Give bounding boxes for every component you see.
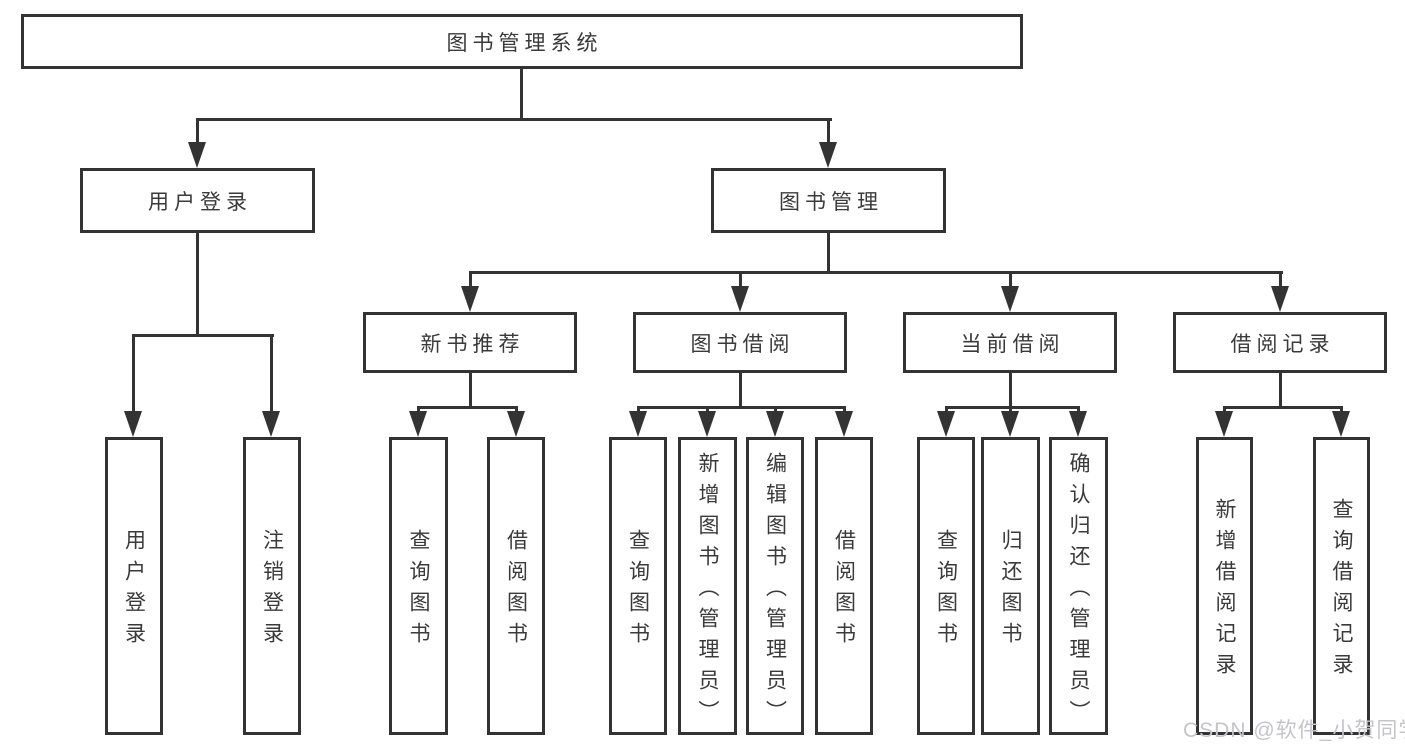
connector-line [945, 406, 948, 414]
arrowhead-icon [188, 142, 206, 168]
connector-line [843, 406, 846, 414]
connector-line [196, 118, 832, 121]
arrowhead-icon [507, 411, 525, 437]
connector-line [1009, 406, 1012, 414]
leaf-cb-return-books-label: 归还图书 [999, 529, 1022, 653]
arrowhead-icon [1215, 411, 1233, 437]
arrowhead-icon [629, 411, 647, 437]
node-user-login: 用户登录 [80, 168, 315, 233]
connector-line [706, 406, 709, 414]
connector-line [637, 406, 640, 414]
leaf-cb-query-books-label: 查询图书 [934, 529, 958, 653]
leaf-bb-query-books-label: 查询图书 [626, 529, 650, 653]
node-user-login-label: 用户登录 [148, 190, 252, 214]
connector-line [827, 118, 830, 144]
connector-line [417, 406, 420, 414]
arrowhead-icon [124, 411, 142, 437]
connector-line [827, 233, 830, 273]
node-new-book-recommend: 新书推荐 [363, 312, 577, 373]
arrowhead-icon [731, 286, 749, 312]
connector-line [637, 406, 846, 409]
leaf-bb-borrow-books: 借阅图书 [815, 437, 873, 735]
leaf-cb-confirm-return-label: 确认归还（管理员） [1067, 451, 1090, 731]
leaf-nb-borrow-books-label: 借阅图书 [504, 529, 528, 653]
node-borrow-records: 借阅记录 [1173, 312, 1387, 373]
node-book-mgmt: 图书管理 [711, 168, 946, 233]
node-book-borrow-label: 图书借阅 [690, 332, 795, 356]
connector-line [739, 373, 742, 409]
connector-line [945, 406, 1080, 409]
leaf-nb-query-books: 查询图书 [389, 437, 448, 735]
arrowhead-icon [1069, 411, 1087, 437]
connector-line [1279, 271, 1282, 288]
arrowhead-icon [937, 411, 955, 437]
leaf-bb-add-books-label: 新增图书（管理员） [696, 451, 719, 731]
node-new-book-recommend-label: 新书推荐 [420, 332, 525, 356]
leaf-bb-borrow-books-label: 借阅图书 [832, 529, 856, 653]
leaf-nb-borrow-books: 借阅图书 [487, 437, 545, 735]
connector-line [196, 233, 199, 337]
connector-line [1009, 271, 1012, 288]
arrowhead-icon [766, 411, 784, 437]
connector-line [1077, 406, 1080, 414]
leaf-cb-return-books: 归还图书 [981, 437, 1040, 735]
node-current-borrow-label: 当前借阅 [960, 332, 1065, 356]
leaf-cb-query-books: 查询图书 [917, 437, 975, 735]
watermark: CSDN @软件_小贺同学 [1183, 719, 1405, 742]
connector-line [1279, 373, 1282, 409]
leaf-logout-label: 注销登录 [260, 529, 284, 653]
node-book-mgmt-label: 图书管理 [779, 190, 883, 214]
connector-line [469, 373, 472, 409]
connector-line [132, 334, 135, 412]
leaf-bb-edit-books-label: 编辑图书（管理员） [763, 451, 787, 731]
leaf-logout: 注销登录 [243, 437, 301, 735]
node-book-borrow: 图书借阅 [633, 312, 847, 373]
connector-line [515, 406, 518, 414]
leaf-cb-confirm-return: 确认归还（管理员） [1049, 437, 1108, 735]
connector-line [270, 334, 273, 412]
connector-line [739, 271, 742, 288]
node-root-label: 图书管理系统 [446, 31, 603, 55]
leaf-bb-add-books: 新增图书（管理员） [678, 437, 737, 735]
arrowhead-icon [409, 411, 427, 437]
leaf-br-add-record-label: 新增借阅记录 [1213, 498, 1236, 684]
leaf-nb-query-books-label: 查询图书 [407, 529, 430, 653]
arrowhead-icon [835, 411, 853, 437]
connector-line [774, 406, 777, 414]
leaf-user-login: 用户登录 [105, 437, 163, 735]
arrowhead-icon [698, 411, 716, 437]
connector-line [520, 69, 523, 121]
connector-line [469, 271, 1283, 274]
node-root: 图书管理系统 [21, 14, 1023, 69]
connector-line [1223, 406, 1343, 409]
leaf-bb-edit-books: 编辑图书（管理员） [746, 437, 804, 735]
connector-line [1009, 373, 1012, 409]
arrowhead-icon [1332, 411, 1350, 437]
arrowhead-icon [1001, 411, 1019, 437]
arrowhead-icon [1001, 286, 1019, 312]
arrowhead-icon [461, 286, 479, 312]
arrowhead-icon [1271, 286, 1289, 312]
connector-line [1340, 406, 1343, 414]
connector-line [196, 118, 199, 144]
node-current-borrow: 当前借阅 [903, 312, 1117, 373]
node-borrow-records-label: 借阅记录 [1230, 332, 1335, 356]
leaf-br-query-record: 查询借阅记录 [1313, 437, 1370, 735]
arrowhead-icon [262, 411, 280, 437]
leaf-bb-query-books: 查询图书 [609, 437, 667, 735]
connector-line [417, 406, 518, 409]
leaf-user-login-label: 用户登录 [122, 529, 146, 653]
leaf-br-add-record: 新增借阅记录 [1196, 437, 1253, 735]
connector-line [1223, 406, 1226, 414]
arrowhead-icon [819, 142, 837, 168]
leaf-br-query-record-label: 查询借阅记录 [1330, 498, 1353, 684]
connector-line [132, 334, 274, 337]
connector-line [469, 271, 472, 288]
